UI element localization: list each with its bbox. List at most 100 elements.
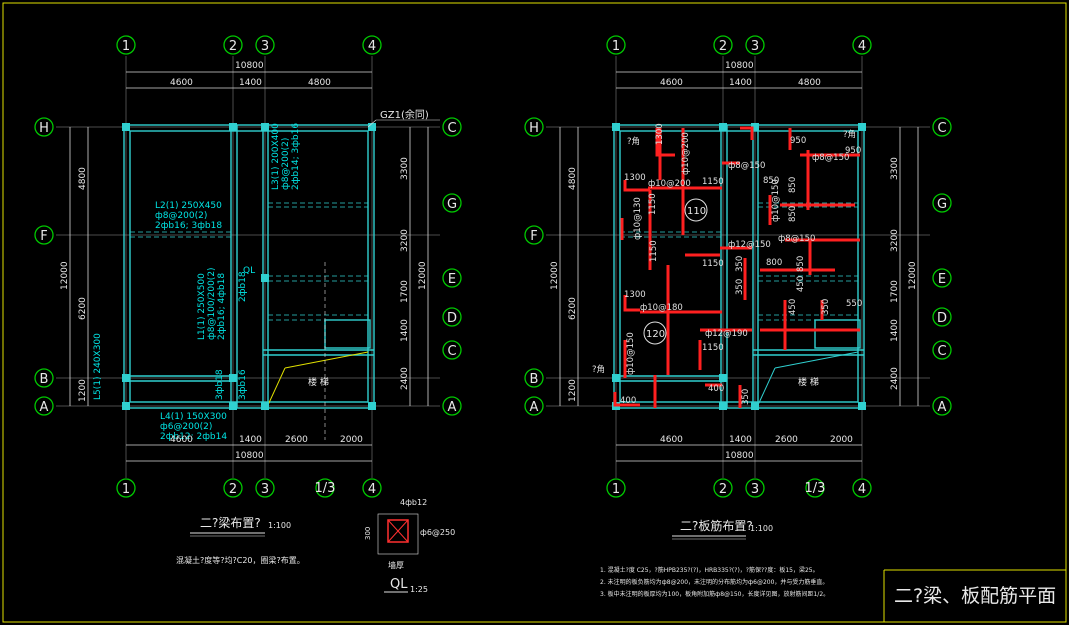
- slab-label-2: 120: [646, 329, 665, 340]
- right-left-seg-3: 1200: [568, 379, 578, 402]
- rebar-label: 350: [741, 389, 751, 405]
- left-bot-seg-4: 2000: [340, 435, 363, 445]
- rebar-label: 400: [620, 396, 636, 406]
- right-axis-right: C G E D C A: [932, 117, 952, 416]
- rebar-label: ф10@200: [648, 179, 691, 189]
- svg-text:3: 3: [751, 482, 759, 497]
- left-axis-bottom: 1 2 3 1/3 4: [116, 478, 382, 498]
- svg-text:3: 3: [261, 482, 269, 497]
- right-axis-top: 1 2 3 4: [606, 35, 872, 55]
- gz1-label: GZ1(余同): [380, 108, 429, 121]
- ql-stirrup: ф6@250: [420, 528, 455, 537]
- right-top-seg-2: 1400: [729, 78, 752, 88]
- svg-text:C: C: [937, 344, 946, 359]
- left-plan-scale: 1:100: [268, 521, 291, 530]
- left-top-seg-1: 4600: [170, 78, 193, 88]
- corner-label: ?角: [592, 364, 605, 375]
- rebar-label: 400: [708, 384, 724, 394]
- right-top-seg-1: 4600: [660, 78, 683, 88]
- corner-label: ?角: [627, 136, 640, 147]
- svg-text:F: F: [40, 229, 47, 244]
- rebar-label: 350: [735, 279, 745, 295]
- svg-text:G: G: [937, 197, 947, 212]
- rebar-label: 850: [796, 256, 806, 272]
- right-right-total: 12000: [908, 261, 918, 290]
- svg-text:D: D: [447, 311, 457, 326]
- svg-text:H: H: [529, 121, 539, 136]
- svg-text:1: 1: [122, 39, 130, 54]
- right-right-seg-4: 1400: [890, 319, 900, 342]
- rebar-label: 1150: [649, 240, 659, 262]
- left-left-seg-1: 4800: [78, 167, 88, 190]
- rebar-label: 800: [766, 258, 782, 268]
- note-line-1: 1. 混凝土?度 C25，?筋HPB235?(?)，HRB335?(?)，?筋保…: [600, 566, 819, 574]
- right-right-seg-5: 2400: [890, 367, 900, 390]
- rebar-label: ф12@190: [705, 329, 748, 339]
- beam-l4-bars: 2фb12; 2фb14: [160, 432, 227, 442]
- ql-height: 300: [364, 527, 372, 540]
- right-bot-seg-4: 2000: [830, 435, 853, 445]
- ql-label-left: QL: [243, 266, 255, 276]
- left-right-seg-3: 1700: [400, 280, 410, 303]
- right-bot-seg-3: 2600: [775, 435, 798, 445]
- right-axis-left: H F B A: [524, 117, 544, 416]
- left-axis-top: 1 2 3 4: [116, 35, 382, 55]
- rebar-label: ф10@150: [626, 332, 636, 375]
- rebar-label: 1150: [702, 343, 724, 353]
- left-bot-total: 10800: [235, 451, 264, 461]
- rebar-label: ф10@200: [681, 132, 691, 175]
- svg-text:A: A: [448, 400, 457, 415]
- rebar-label: 350: [821, 299, 831, 315]
- sheet-title: 二?梁、板配筋平面: [894, 585, 1056, 607]
- ql-section: 4фb12 ф6@250 300 墙厚 QL 1:25: [364, 498, 455, 594]
- svg-text:A: A: [530, 400, 539, 415]
- right-top-total: 10800: [725, 61, 754, 71]
- svg-text:1: 1: [612, 482, 620, 497]
- ql-wall: 墙厚: [388, 560, 404, 570]
- rebar-label: 850: [763, 176, 779, 186]
- left-bot-seg-3: 2600: [285, 435, 308, 445]
- rebar-label: 350: [735, 256, 745, 272]
- stair-label-left: 楼 梯: [308, 376, 329, 388]
- rebar-label: ф8@150: [778, 234, 815, 244]
- note-line-3: 3. 板中未注明的板厚均为100，板角附加筋ф8@150，长度详见图，放射筋间距…: [600, 590, 829, 598]
- right-bot-seg-2: 1400: [729, 435, 752, 445]
- rebar-label: ф10@150: [771, 179, 781, 222]
- svg-text:G: G: [447, 197, 457, 212]
- rebar-label: ф12@150: [728, 240, 771, 250]
- beam-l2-bars: 2фb16; 3фb18: [155, 221, 222, 231]
- svg-text:C: C: [447, 344, 456, 359]
- note-line-2: 2. 未注明的板负筋均为ф8@200，未注明的分布筋均为ф6@200，并与受力筋…: [600, 578, 828, 586]
- svg-text:B: B: [530, 372, 539, 387]
- beam-l2-stirrup: ф8@200(2): [155, 211, 207, 221]
- rebar-label: 850: [788, 177, 798, 193]
- right-right-seg-3: 1700: [890, 280, 900, 303]
- svg-text:H: H: [39, 121, 49, 136]
- rebar-label: 450: [788, 299, 798, 315]
- left-left-seg-2: 6200: [78, 297, 88, 320]
- left-plan: 楼 梯 GZ1(余同) QL L2(1) 250X450 ф8@200(2) 2…: [34, 35, 462, 565]
- right-right-seg-1: 3300: [890, 157, 900, 180]
- svg-text:C: C: [447, 121, 456, 136]
- svg-text:E: E: [938, 272, 946, 287]
- svg-text:1: 1: [612, 39, 620, 54]
- left-top-seg-3: 4800: [308, 78, 331, 88]
- svg-text:3: 3: [751, 39, 759, 54]
- beam-l5-bars-b: 3фb16: [238, 369, 248, 400]
- left-left-seg-3: 1200: [78, 379, 88, 402]
- left-bot-seg-1: 4600: [170, 435, 193, 445]
- svg-text:4: 4: [368, 39, 376, 54]
- slab-rebar: [613, 126, 860, 408]
- left-right-seg-4: 1400: [400, 319, 410, 342]
- left-top-total: 10800: [235, 61, 264, 71]
- right-top-seg-3: 4800: [798, 78, 821, 88]
- svg-text:E: E: [448, 272, 456, 287]
- beam-l5-label: L5(1) 240X300: [93, 333, 103, 400]
- svg-text:A: A: [40, 400, 49, 415]
- left-left-total: 12000: [60, 261, 70, 290]
- beam-l1-bars: 2фb16; 4фb18: [217, 273, 227, 340]
- right-axis-bottom: 1 2 3 1/3 4: [606, 478, 872, 498]
- svg-text:4: 4: [858, 482, 866, 497]
